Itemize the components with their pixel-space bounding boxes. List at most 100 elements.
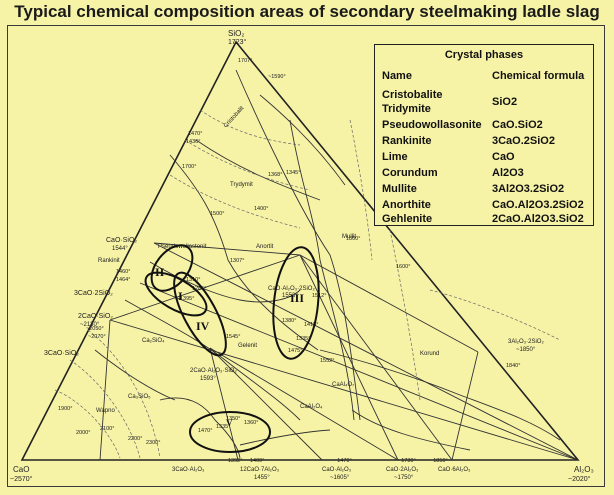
join-c2as-ca: [209, 347, 323, 461]
temp-label: 1265°: [192, 286, 206, 292]
legend-phase-name: Cristobalite: [382, 89, 443, 101]
temp-label: 1350°: [226, 416, 240, 422]
boundary-curve-7: [124, 299, 301, 421]
page-title: Typical chemical composition areas of se…: [14, 2, 600, 21]
compound-ca: CaO·Al₂O₃: [322, 467, 352, 473]
legend-row: Gehlenite 2CaO.Al2O3.SiO2: [382, 213, 588, 227]
compound-ca2-temp: ~1750°: [394, 475, 414, 481]
phase-boundaries: [94, 69, 579, 461]
compound-a3s2: 3Al₂O₃·2SiO₂: [508, 339, 544, 345]
temp-label: 1460°: [116, 269, 130, 275]
join-cs-al2o3: [153, 242, 579, 461]
join-a3s2-ca6: [451, 351, 479, 461]
area-ellipse-iii: [272, 246, 320, 360]
legend-row: Pseudowollasonite CaO.SiO2: [382, 119, 588, 133]
compound-cas2: CaO·Al₂O₃·2SiO₂: [268, 286, 315, 292]
join-cas2-ca6: [299, 254, 453, 461]
legend-phase-formula: 2CaO.Al2O3.SiO2: [492, 213, 584, 225]
isotherm-4: [54, 389, 121, 459]
legend-phase-name: Lime: [382, 151, 408, 163]
compound-c3s: 3CaO·SiO₂: [44, 350, 79, 357]
slag-areas: [144, 244, 320, 453]
legend-row: Anorthite CaO.Al2O3.2SiO2: [382, 199, 588, 213]
field-pseudowollastonite: Pseudowollastonit: [158, 244, 207, 250]
temp-label: ~2050°: [86, 326, 104, 332]
legend-title: Crystal phases: [444, 49, 524, 61]
temp-label: 1800°: [346, 236, 360, 242]
temp-label: 1552°: [320, 358, 334, 364]
temp-label: 1840°: [506, 363, 520, 369]
temp-label: ~1590°: [268, 74, 286, 80]
boundary-curve-5: [195, 139, 321, 201]
temp-label: 1470°: [198, 428, 212, 434]
legend-row: Lime CaO: [382, 151, 588, 165]
compound-c2s-temp: ~2130°: [80, 322, 100, 328]
compound-ca6: CaO·6Al₂O₃: [438, 467, 471, 473]
field-anorthite: Anortit: [256, 244, 274, 250]
isotherms: [54, 109, 561, 459]
vertex-temp-cao: ~2570°: [10, 475, 33, 483]
vertex-temp-al2o3: ~2020°: [568, 475, 591, 483]
legend-row: Cristobalite SiO2: [382, 89, 588, 108]
field-ca2sio4: Ca₂SiO₄: [142, 338, 165, 344]
compound-c3s2: 3CaO·2SiO₂: [74, 290, 113, 297]
compound-cs-temp: 1544°: [112, 246, 128, 252]
field-tridymite: Trydymit: [230, 182, 253, 188]
join-c2s-al2o3: [109, 319, 579, 461]
area-label-iv: IV: [196, 319, 210, 333]
field-lime: Wapno: [96, 408, 115, 414]
compound-cs: CaO·SiO₂: [106, 237, 137, 244]
area-label-i: I: [178, 289, 183, 303]
legend-phase-formula: CaO: [492, 151, 515, 163]
boundary-curve-3: [289, 119, 355, 421]
field-caal2o4: CaAl₂O₄: [300, 404, 323, 410]
boundary-curve-11: [351, 409, 471, 451]
field-rankinite: Rankinit: [98, 258, 120, 264]
compound-c3a: 3CaO·Al₂O₃: [172, 467, 205, 473]
legend-phase-formula: CaO.Al2O3.2SiO2: [492, 199, 584, 211]
temp-label: 1345°: [286, 170, 300, 176]
compound-c12a7: 12CaO·7Al₂O₃: [240, 467, 280, 473]
temp-label: 1436°: [186, 139, 200, 145]
legend-row: Tridymite: [382, 103, 588, 117]
temp-label: 1600°: [396, 264, 410, 270]
join-cas2-a3s2: [299, 254, 479, 353]
temp-label: 1500°: [210, 211, 224, 217]
temp-label: 1900°: [58, 406, 72, 412]
temp-label: 1400°: [254, 206, 268, 212]
temp-label: 1335°: [216, 424, 230, 430]
area-ellipse-iv: [173, 271, 227, 357]
compound-c2s: 2CaO·SiO₂: [78, 313, 113, 320]
temp-label: 1360°: [244, 420, 258, 426]
temp-label: ~2070°: [88, 334, 106, 340]
isotherm-1: [199, 109, 301, 146]
temp-label: ~1470°: [334, 458, 352, 464]
legend-phase-formula: Al2O3: [492, 167, 524, 179]
boundary-curve-1: [235, 69, 361, 421]
vertex-temp-sio2: 1723°: [228, 38, 247, 46]
boundary-curve-10: [319, 349, 561, 441]
vertex-label-sio2: SiO₂: [228, 29, 244, 38]
legend-phase-formula: SiO2: [492, 96, 518, 108]
temp-label: 1310°: [186, 277, 200, 283]
boundary-curve-9: [94, 349, 176, 401]
compound-ca2: CaO·2Al₂O₃: [386, 467, 419, 473]
boundary-curve-8: [159, 397, 241, 459]
temp-label: 1707°: [238, 58, 252, 64]
area-label-v: V: [226, 418, 233, 428]
legend-phase-name: Rankinite: [382, 135, 432, 147]
isotherm-3: [169, 174, 301, 229]
boundary-curve-12: [239, 429, 331, 446]
temp-label: 2200°: [128, 436, 142, 442]
temp-label: 1392°: [228, 458, 242, 464]
temp-label: ~1850°: [430, 458, 448, 464]
temp-label: 1545°: [226, 334, 240, 340]
isotherm-8: [349, 119, 373, 261]
field-ca3sio5: Ca₃SiO₅: [128, 394, 151, 400]
temp-label: 1700°: [182, 164, 196, 170]
area-ellipse-i: [144, 271, 208, 317]
temp-label: 1464°: [116, 277, 130, 283]
temp-label: 1380°: [282, 318, 296, 324]
legend-row: Corundum Al2O3: [382, 167, 588, 181]
